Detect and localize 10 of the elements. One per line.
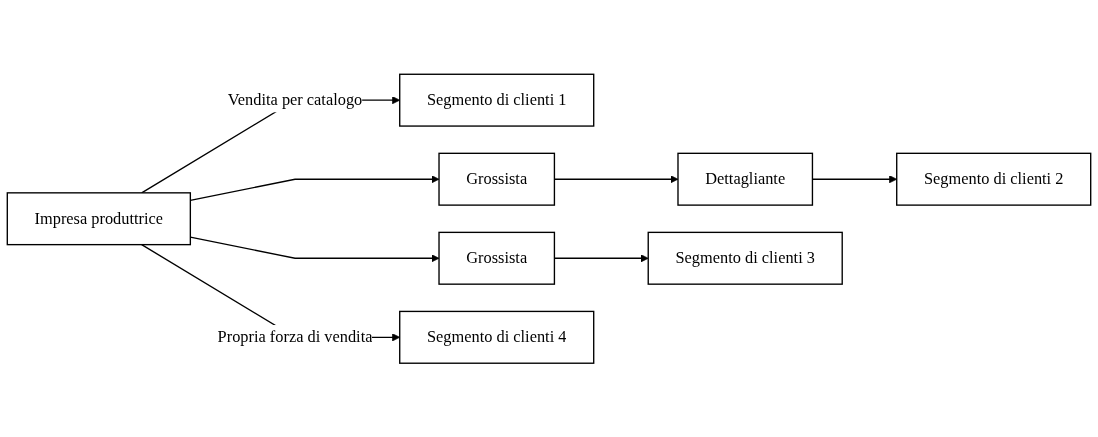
node-box: Impresa produttrice xyxy=(6,191,191,246)
edge-label: Propria forza di vendita xyxy=(217,327,373,346)
node-box: Segmento di clienti 1 xyxy=(399,73,595,127)
node-box: Grossista xyxy=(438,152,556,206)
node-box: Dettagliante xyxy=(677,152,814,206)
node-box: Grossista xyxy=(438,231,556,285)
node-box: Segmento di clienti 2 xyxy=(896,152,1092,206)
node-box: Segmento di clienti 4 xyxy=(399,310,595,364)
edge-label: Vendita per catalogo xyxy=(227,90,363,109)
node-box: Segmento di clienti 3 xyxy=(647,231,843,285)
